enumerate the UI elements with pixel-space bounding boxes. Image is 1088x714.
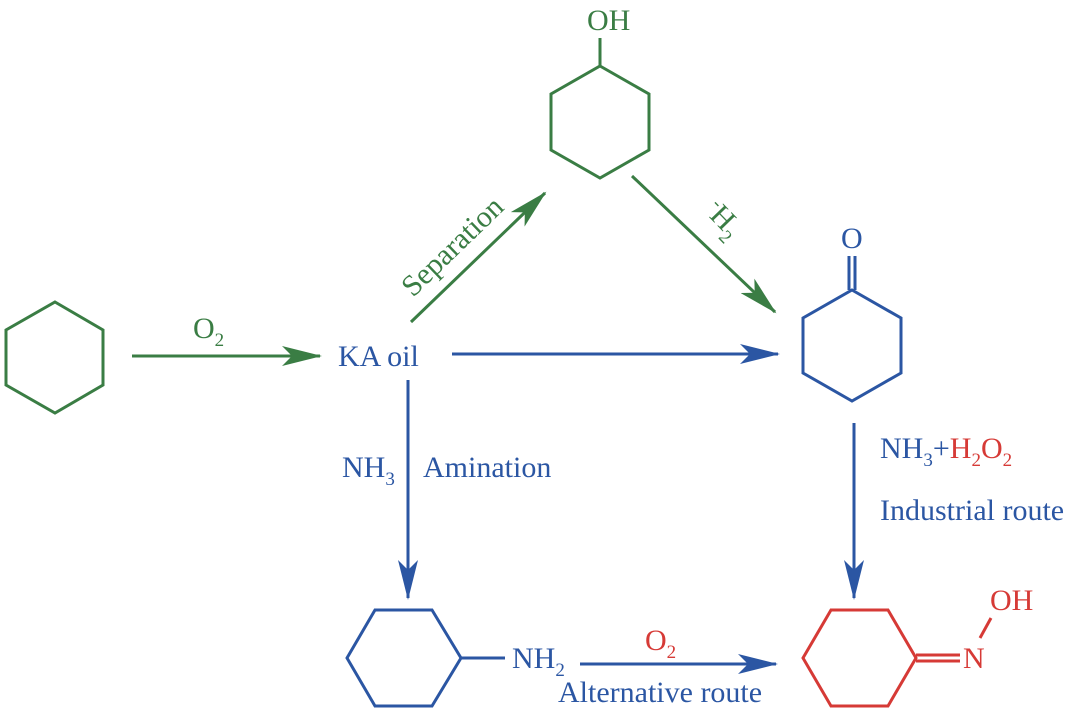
dehydrogenation-reagent: -H2 xyxy=(695,194,749,248)
dehydrogenation-arrow-line xyxy=(630,174,777,314)
cyclohexanone-ring xyxy=(801,288,903,403)
cyclohexanone-oxime-structure: N OH xyxy=(801,584,1033,708)
separation-label: Separation xyxy=(395,190,510,303)
alternative-route-label: Alternative route xyxy=(558,676,762,709)
cyclohexanone-oxime-ring xyxy=(801,608,918,708)
cyclohexylamine-structure: NH2 xyxy=(345,608,565,708)
amination-arrow: NH3 Amination xyxy=(342,380,551,600)
cyclohexanol-ring xyxy=(549,64,651,180)
industrial-route-reagents: NH3+H2O2 xyxy=(880,432,1012,471)
separation-arrow: Separation xyxy=(395,190,547,324)
ka-oil-label: KA oil xyxy=(338,340,419,373)
cyclohexanol-structure: OH xyxy=(549,4,651,180)
separation-arrow-line xyxy=(409,191,547,324)
industrial-route-arrow: NH3+H2O2 Industrial route xyxy=(844,423,1064,600)
cyclohexylamine-nh2-label: NH2 xyxy=(512,642,565,681)
alternative-route-reagent: O2 xyxy=(645,624,676,663)
amination-reagent: NH3 xyxy=(342,451,395,490)
oxidation-reagent: O2 xyxy=(193,312,224,351)
cyclohexane-structure xyxy=(4,300,105,415)
amination-label: Amination xyxy=(423,451,551,484)
cyclohexanol-oh-label: OH xyxy=(587,4,630,37)
oxidation-arrow: O2 xyxy=(132,312,322,366)
alternative-route-arrow: O2 Alternative route xyxy=(558,624,778,709)
oxime-n-label: N xyxy=(963,642,985,675)
industrial-route-label: Industrial route xyxy=(880,494,1064,527)
cyclohexane-ring xyxy=(4,300,105,415)
oxime-oh-label: OH xyxy=(990,584,1033,617)
dehydrogenation-arrow: -H2 xyxy=(630,174,777,314)
cyclohexanone-o-label: O xyxy=(841,222,863,255)
oxime-no-bond xyxy=(978,617,993,639)
cyclohexanone-structure: O xyxy=(801,222,903,403)
cyclohexylamine-ring xyxy=(345,608,463,708)
